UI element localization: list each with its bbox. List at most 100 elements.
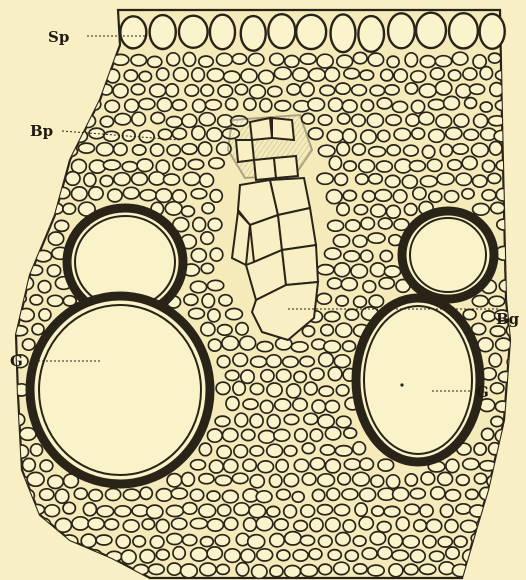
parenchyma-cell [210,248,223,261]
parenchyma-cell [327,488,340,500]
parenchyma-cell [505,204,521,215]
parenchyma-cell [233,381,245,395]
parenchyma-cell [294,459,308,472]
parenchyma-cell [267,444,283,457]
parenchyma-cell [320,85,335,95]
parenchyma-cell [40,489,54,500]
parenchyma-cell [310,518,323,531]
parenchyma-cell [260,400,273,413]
parenchyma-cell [174,68,189,82]
parenchyma-cell [490,562,502,576]
parenchyma-cell [100,176,113,187]
parenchyma-cell [336,83,350,94]
parenchyma-cell [420,564,436,574]
parenchyma-cell [13,174,30,185]
parenchyma-cell [354,296,367,307]
parenchyma-cell [27,86,43,96]
parenchyma-cell [216,382,230,394]
parenchyma-cell [317,173,333,184]
parenchyma-cell [167,534,182,545]
parenchyma-cell [219,295,232,306]
parenchyma-cell [29,534,41,546]
parenchyma-cell [209,460,223,473]
parenchyma-cell [491,383,504,394]
parenchyma-cell [64,53,78,64]
parenchyma-cell [226,309,243,320]
parenchyma-cell [368,53,383,66]
parenchyma-cell [95,51,112,65]
parenchyma-cell [132,505,148,516]
parenchyma-cell [172,518,187,529]
parenchyma-cell [200,563,216,576]
parenchyma-cell [456,475,469,486]
parenchyma-cell [224,71,240,83]
parenchyma-cell [506,505,522,517]
parenchyma-cell [270,534,284,547]
parenchyma-cell [474,473,486,484]
parenchyma-cell [318,474,335,487]
parenchyma-cell [466,489,479,499]
parenchyma-cell [114,143,127,155]
parenchyma-cell [21,158,34,170]
parenchyma-cell [336,296,348,306]
parenchyma-cell [328,220,344,231]
parenchyma-cell [496,70,513,80]
parenchyma-cell [83,85,97,99]
parenchyma-cell [112,54,129,65]
parenchyma-cell [402,175,417,188]
parenchyma-cell [190,281,206,293]
parenchyma-cell [384,266,400,277]
parenchyma-cell [438,472,453,485]
parenchyma-cell [13,114,25,126]
parenchyma-cell [56,187,70,198]
parenchyma-cell [252,565,267,579]
parenchyma-cell [48,295,63,306]
parenchyma-cell [319,386,333,396]
parenchyma-cell [318,145,335,156]
parenchyma-cell [294,521,308,532]
parenchyma-cell [38,551,52,561]
parenchyma-cell [480,102,492,112]
parenchyma-cell [483,550,495,561]
parenchyma-cell [378,218,392,229]
parenchyma-cell [147,505,163,518]
parenchyma-cell [56,549,70,562]
parenchyma-cell [48,232,63,245]
parenchyma-cell [14,445,28,458]
parenchyma-cell [321,325,334,336]
parenchyma-cell [131,84,145,95]
epidermis-cell [120,16,146,48]
parenchyma-cell [464,129,479,140]
parenchyma-cell [423,536,436,548]
parenchyma-cell [156,489,172,502]
parenchyma-cell [172,100,186,111]
parenchyma-cell [244,518,257,531]
parenchyma-cell [325,248,341,259]
parenchyma-cell [319,535,333,547]
parenchyma-cell [57,69,70,79]
parenchyma-cell [489,296,505,306]
parenchyma-cell [199,474,214,484]
parenchyma-cell [270,53,284,65]
parenchyma-cell [394,69,407,82]
parenchyma-cell [325,312,340,322]
parenchyma-cell [287,384,301,398]
parenchyma-cell [351,264,367,278]
parenchyma-cell [326,190,342,204]
parenchyma-cell [122,162,137,172]
parenchyma-cell [223,429,238,442]
parenchyma-cell [274,429,290,441]
parenchyma-cell [454,114,469,127]
parenchyma-cell [48,563,60,573]
parenchyma-cell [497,550,510,561]
parenchyma-cell [328,278,342,289]
parenchyma-cell [182,144,197,155]
parenchyma-cell [412,128,425,139]
parenchyma-cell [27,472,44,486]
parenchyma-cell [446,547,459,559]
label-bp: Bp [30,122,53,140]
parenchyma-cell [300,535,314,545]
parenchyma-cell [217,356,230,368]
parenchyma-cell [429,129,445,142]
